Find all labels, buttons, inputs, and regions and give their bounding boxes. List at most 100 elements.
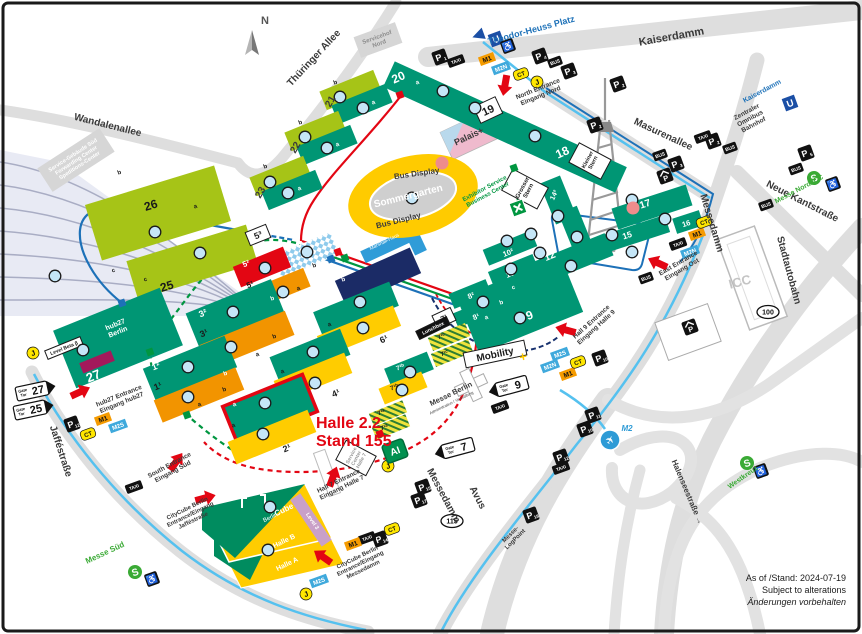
svg-text:S: S: [130, 567, 140, 580]
label-c: c: [143, 276, 149, 283]
info-dot: [528, 129, 542, 143]
svg-text:BUS: BUS: [654, 151, 666, 160]
svg-text:M2S: M2S: [554, 350, 568, 360]
label-23: 23: [253, 185, 268, 201]
label-b: b: [223, 370, 229, 377]
info-dot: [193, 246, 207, 260]
label-8-: 8²: [466, 290, 476, 301]
label-7-: 7²ᵃ: [377, 408, 387, 418]
pink-dot: [435, 156, 449, 170]
label-3-: 3¹: [198, 327, 209, 339]
svg-text:♿: ♿: [145, 572, 159, 586]
m2n-icon: M2N: [491, 60, 511, 76]
label-b: b: [117, 169, 123, 176]
ph-icon: P: [656, 167, 674, 185]
label-1-: 1²: [150, 360, 161, 372]
route-marker: [326, 254, 336, 264]
label-b: b: [341, 276, 347, 283]
map-footer: As of /Stand: 2024-07-19 Subject to alte…: [746, 573, 847, 607]
ph-icon: P: [681, 318, 699, 336]
bus-icon: BUS: [652, 148, 668, 162]
svg-text:M2N: M2N: [543, 362, 557, 372]
svg-text:P: P: [413, 495, 422, 506]
info-dot: [181, 390, 195, 404]
hall-rect: [334, 247, 422, 307]
label-14-: 14²: [549, 189, 560, 202]
ai-icon: AI: [381, 438, 409, 464]
svg-text:9: 9: [514, 379, 523, 392]
svg-text:M1: M1: [482, 55, 493, 65]
route-marker: [395, 90, 405, 100]
stand-annotation: Halle 2.2 Stand 155: [316, 415, 392, 450]
label-b: b: [263, 163, 269, 170]
label-4-: 4¹: [330, 387, 341, 399]
xicon-icon: [508, 198, 528, 218]
entrance-arrow-icon: [69, 384, 90, 400]
bus-icon: BUS: [788, 162, 804, 176]
svg-text:♿: ♿: [501, 39, 515, 53]
ct-icon: CT: [383, 522, 401, 536]
hall-17: [611, 184, 693, 230]
j-icon: J: [299, 587, 313, 601]
entrance-arrows-layer: [69, 74, 669, 566]
j-icon: J: [530, 75, 544, 89]
route-marker: [340, 253, 350, 263]
taxi-icon: TAXI: [668, 237, 688, 251]
footer-date: As of /Stand: 2024-07-19: [746, 573, 846, 583]
taxi-icon: TAXI: [124, 480, 144, 494]
label-7-: 7²ᶜ: [437, 332, 447, 342]
info-dot: [625, 245, 639, 259]
svg-text:M2S: M2S: [112, 422, 126, 432]
hall-rect: [153, 367, 245, 423]
svg-text:M1: M1: [692, 230, 703, 240]
m2n-icon: M2N: [680, 244, 700, 260]
info-dot: [564, 259, 578, 273]
label--: +: [518, 348, 529, 364]
label-26: 26: [142, 196, 159, 213]
box-grosser-stern: GrosserStern: [501, 168, 549, 210]
info-dot: [48, 269, 62, 283]
label-n: N: [261, 15, 269, 27]
label-b: b: [272, 333, 278, 340]
svg-text:12: 12: [74, 422, 81, 429]
taxi-icon: TAXI: [693, 130, 713, 144]
info-dot: [476, 295, 490, 309]
label-5-: 5¹: [245, 279, 255, 290]
route-marker: [333, 247, 343, 257]
ct-icon: CT: [569, 355, 587, 369]
svg-text:P: P: [417, 482, 426, 493]
label-8-: 8¹: [471, 311, 481, 322]
label-a: a: [371, 99, 377, 106]
svg-text:M2N: M2N: [683, 248, 697, 258]
label-3-: 3²: [197, 307, 208, 319]
svg-text:TAXI: TAXI: [555, 464, 566, 472]
entrance-arrow-icon: [497, 74, 513, 96]
svg-text:J: J: [385, 461, 392, 471]
info-dot: [263, 500, 277, 514]
svg-text:17: 17: [421, 498, 428, 505]
svg-text:Gate: Gate: [445, 444, 456, 451]
ct-icon: CT: [695, 215, 713, 229]
hall-rect: [290, 493, 332, 547]
bus-icon: BUS: [638, 271, 654, 285]
info-dot: [308, 376, 322, 390]
label-a: a: [255, 351, 261, 358]
info-dot: [226, 305, 240, 319]
svg-text:TAXI: TAXI: [450, 57, 461, 65]
m1-icon: M1: [558, 367, 578, 381]
svg-text:7: 7: [460, 441, 469, 454]
svg-text:P: P: [589, 120, 598, 131]
box-service-center-halle-7: ServiceCenterHalle 7: [335, 439, 377, 477]
label-b: b: [222, 386, 228, 393]
svg-text:Gate: Gate: [16, 406, 26, 413]
hall-7-: [430, 339, 474, 367]
svg-text:BUS: BUS: [724, 144, 736, 153]
route-marker: [182, 410, 192, 420]
hall-rect: [227, 409, 317, 465]
